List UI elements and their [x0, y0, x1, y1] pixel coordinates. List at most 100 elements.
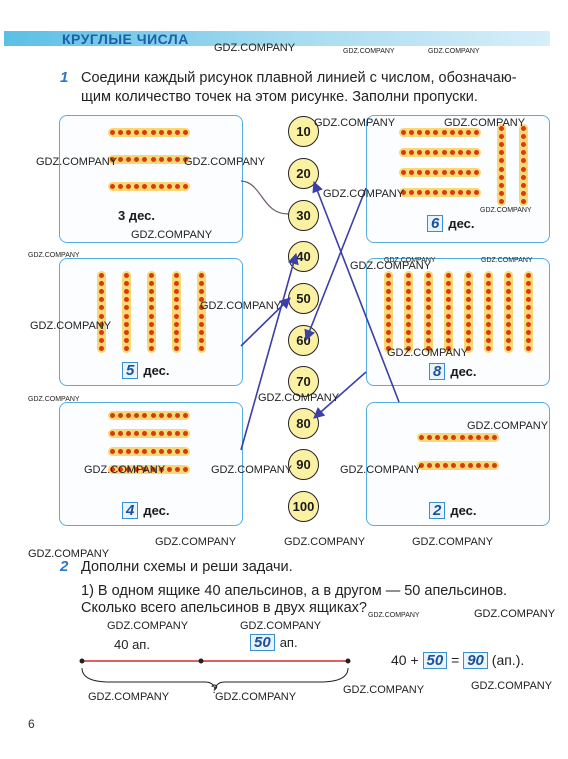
dot	[486, 273, 491, 278]
dot	[142, 413, 148, 418]
ten-dots-bar	[399, 128, 481, 137]
dot	[446, 329, 451, 335]
dot	[419, 463, 424, 468]
dot	[99, 337, 104, 343]
dot	[142, 157, 148, 162]
dot	[426, 273, 431, 278]
dot	[443, 463, 449, 468]
dot	[174, 313, 179, 319]
task-2-title: Дополни схемы и реши задачи.	[81, 559, 293, 575]
scheme-answer-box[interactable]: 50	[250, 634, 275, 651]
dot	[426, 337, 431, 343]
number-circle-70[interactable]: 70	[288, 366, 319, 397]
dot	[417, 190, 423, 195]
dot	[118, 431, 124, 436]
watermark: GDZ.COMPANY	[240, 620, 322, 632]
dot	[457, 130, 463, 135]
scheme-point-middle	[198, 658, 204, 664]
dot	[441, 190, 447, 195]
dot	[483, 435, 489, 440]
dot	[433, 170, 439, 175]
dot	[174, 449, 180, 454]
ten-dots-bar	[172, 271, 181, 353]
watermark: GDZ.COMPANY	[480, 207, 532, 214]
dot	[142, 467, 148, 472]
dot	[499, 166, 504, 172]
ten-dots-bar	[108, 128, 190, 137]
dot	[126, 157, 132, 162]
answer-box[interactable]: 4	[122, 502, 139, 519]
dot	[417, 170, 423, 175]
dot	[401, 150, 406, 155]
dot	[499, 126, 504, 131]
dot	[486, 289, 491, 295]
dot	[183, 157, 188, 162]
watermark: GDZ.COMPANY	[107, 620, 189, 632]
dot	[199, 313, 204, 319]
watermark: GDZ.COMPANY	[184, 156, 266, 168]
dot	[465, 190, 471, 195]
answer-box[interactable]: 2	[429, 502, 446, 519]
dot	[183, 431, 188, 436]
dot	[451, 463, 457, 468]
dot	[174, 157, 180, 162]
dot	[118, 130, 124, 135]
dot	[465, 170, 471, 175]
watermark: GDZ.COMPANY	[200, 300, 282, 312]
watermark: GDZ.COMPANY	[343, 684, 425, 696]
dot	[486, 281, 491, 287]
watermark: GDZ.COMPANY	[28, 548, 110, 560]
dot	[457, 150, 463, 155]
dot	[149, 305, 154, 311]
dot	[99, 281, 104, 287]
number-circle-100[interactable]: 100	[288, 491, 319, 522]
watermark: GDZ.COMPANY	[30, 320, 112, 332]
equation-result[interactable]: 90	[463, 652, 488, 669]
watermark: GDZ.COMPANY	[384, 257, 436, 264]
dot	[446, 273, 451, 278]
answer-box[interactable]: 6	[427, 215, 444, 232]
dot	[506, 281, 511, 287]
number-circle-90[interactable]: 90	[288, 449, 319, 480]
dot	[149, 297, 154, 303]
connector-line-40	[240, 252, 299, 451]
dot	[134, 184, 140, 189]
dot	[199, 289, 204, 295]
answer-box[interactable]: 8	[429, 363, 446, 380]
dot	[149, 337, 154, 343]
dot	[499, 142, 504, 148]
dot	[134, 130, 140, 135]
watermark: GDZ.COMPANY	[28, 252, 80, 259]
number-circle-30[interactable]: 30	[288, 200, 319, 231]
ten-dots-bar	[484, 271, 493, 353]
dot	[199, 273, 204, 278]
equation-b[interactable]: 50	[422, 652, 448, 669]
dot	[134, 157, 140, 162]
dot	[433, 190, 439, 195]
watermark: GDZ.COMPANY	[428, 48, 480, 55]
dot	[149, 281, 154, 287]
dot	[149, 313, 154, 319]
ten-dots-bar	[108, 155, 190, 164]
number-circle-20[interactable]: 20	[288, 158, 319, 189]
number-circle-40[interactable]: 40	[288, 241, 319, 272]
dot	[174, 431, 180, 436]
task-1-number: 1	[60, 69, 69, 86]
dot	[406, 321, 411, 327]
dot	[474, 190, 479, 195]
dot	[426, 281, 431, 287]
connector-line-60	[304, 187, 367, 342]
dot	[499, 199, 504, 204]
dot	[126, 184, 132, 189]
dot	[499, 174, 504, 180]
dot	[199, 329, 204, 335]
scheme-point-end	[345, 658, 351, 664]
watermark: GDZ.COMPANY	[474, 608, 556, 620]
dot	[486, 346, 491, 351]
dot	[134, 431, 140, 436]
dot	[406, 289, 411, 295]
number-circle-10[interactable]: 10	[288, 116, 319, 147]
answer-box[interactable]: 5	[122, 362, 139, 379]
